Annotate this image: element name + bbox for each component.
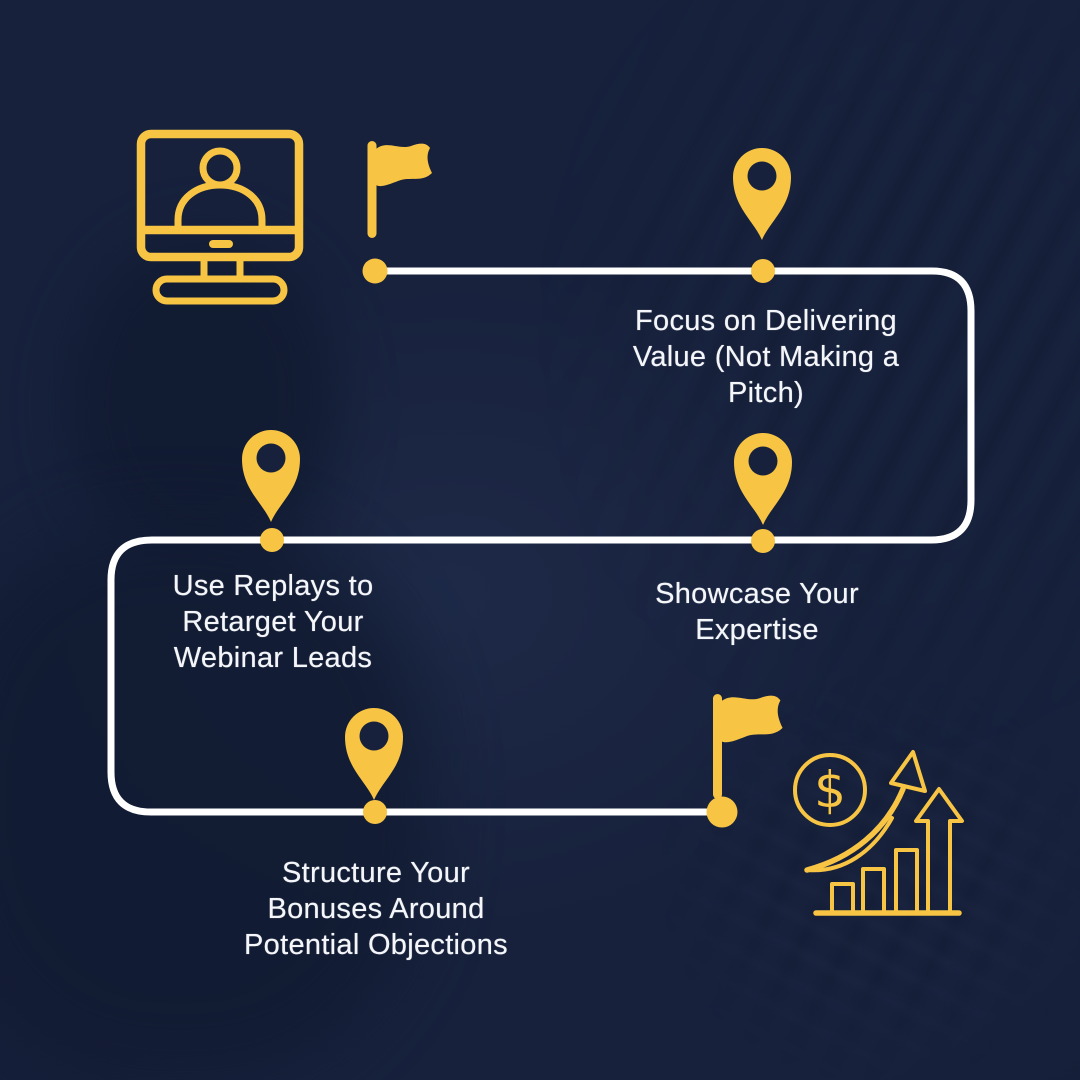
route-dot-start <box>362 258 388 284</box>
bar-chart-icon <box>813 787 964 916</box>
monitor-button <box>209 240 233 248</box>
route-dot-end <box>706 796 738 828</box>
end-flag-icon <box>713 694 783 799</box>
route-dot-step-3 <box>260 528 284 552</box>
map-pin-icon-3 <box>242 430 300 522</box>
route-path <box>107 267 975 816</box>
route-dot-step-2 <box>751 529 775 553</box>
step-label-4: Structure Your Bonuses Around Potential … <box>244 857 508 961</box>
route-dot-step-1 <box>751 259 775 283</box>
money-growth-icon: $ <box>793 750 964 916</box>
growth-arrow-icon <box>804 750 927 873</box>
start-flag-icon <box>367 141 432 238</box>
person-head <box>199 147 241 189</box>
step-label-1: Focus on Delivering Value (Not Making a … <box>632 305 900 409</box>
dollar-coin-icon: $ <box>793 753 867 827</box>
step-label-3: Use Replays to Retarget Your Webinar Lea… <box>172 570 374 674</box>
route-dot-step-4 <box>363 800 387 824</box>
map-pin-icon-2 <box>734 433 792 525</box>
map-pin-icon-4 <box>345 708 403 800</box>
dollar-symbol: $ <box>814 761 846 819</box>
person-shoulders <box>174 181 266 230</box>
step-label-2: Showcase Your Expertise <box>655 578 859 646</box>
monitor-base <box>152 275 288 305</box>
monitor-stand <box>200 257 244 280</box>
map-pin-icon-1 <box>733 148 791 240</box>
webinar-monitor-icon <box>136 129 304 305</box>
arrow-bar <box>914 787 964 915</box>
